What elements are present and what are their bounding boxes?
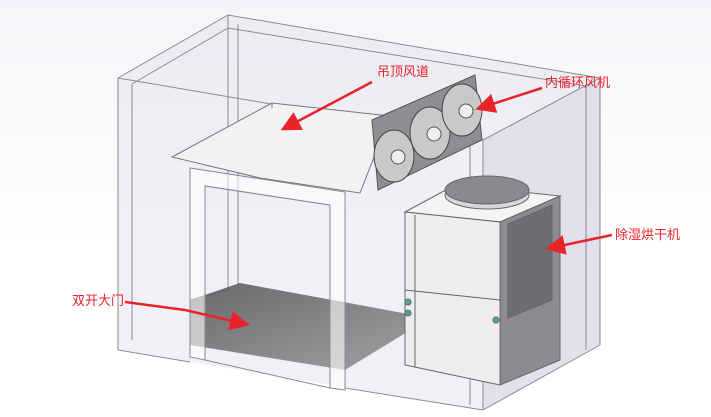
label-ceiling-duct: 吊顶风道 bbox=[377, 65, 430, 80]
arrow-double-door bbox=[124, 300, 250, 331]
label-double-door: 双开大门 bbox=[72, 294, 125, 309]
dehumidifier-dryer-unit bbox=[403, 175, 562, 386]
label-dehumidifier-dryer: 除湿烘干机 bbox=[615, 228, 681, 243]
circulation-fans bbox=[371, 74, 483, 191]
floor-shadow bbox=[190, 283, 430, 370]
arrow-dehumidifier bbox=[545, 233, 613, 255]
double-door-opening bbox=[189, 167, 346, 391]
arrow-circulation-fan bbox=[475, 86, 543, 113]
label-circulation-fan: 内循环风机 bbox=[545, 76, 611, 91]
annotation-arrows bbox=[124, 80, 613, 331]
arrow-ceiling-duct bbox=[280, 80, 373, 131]
